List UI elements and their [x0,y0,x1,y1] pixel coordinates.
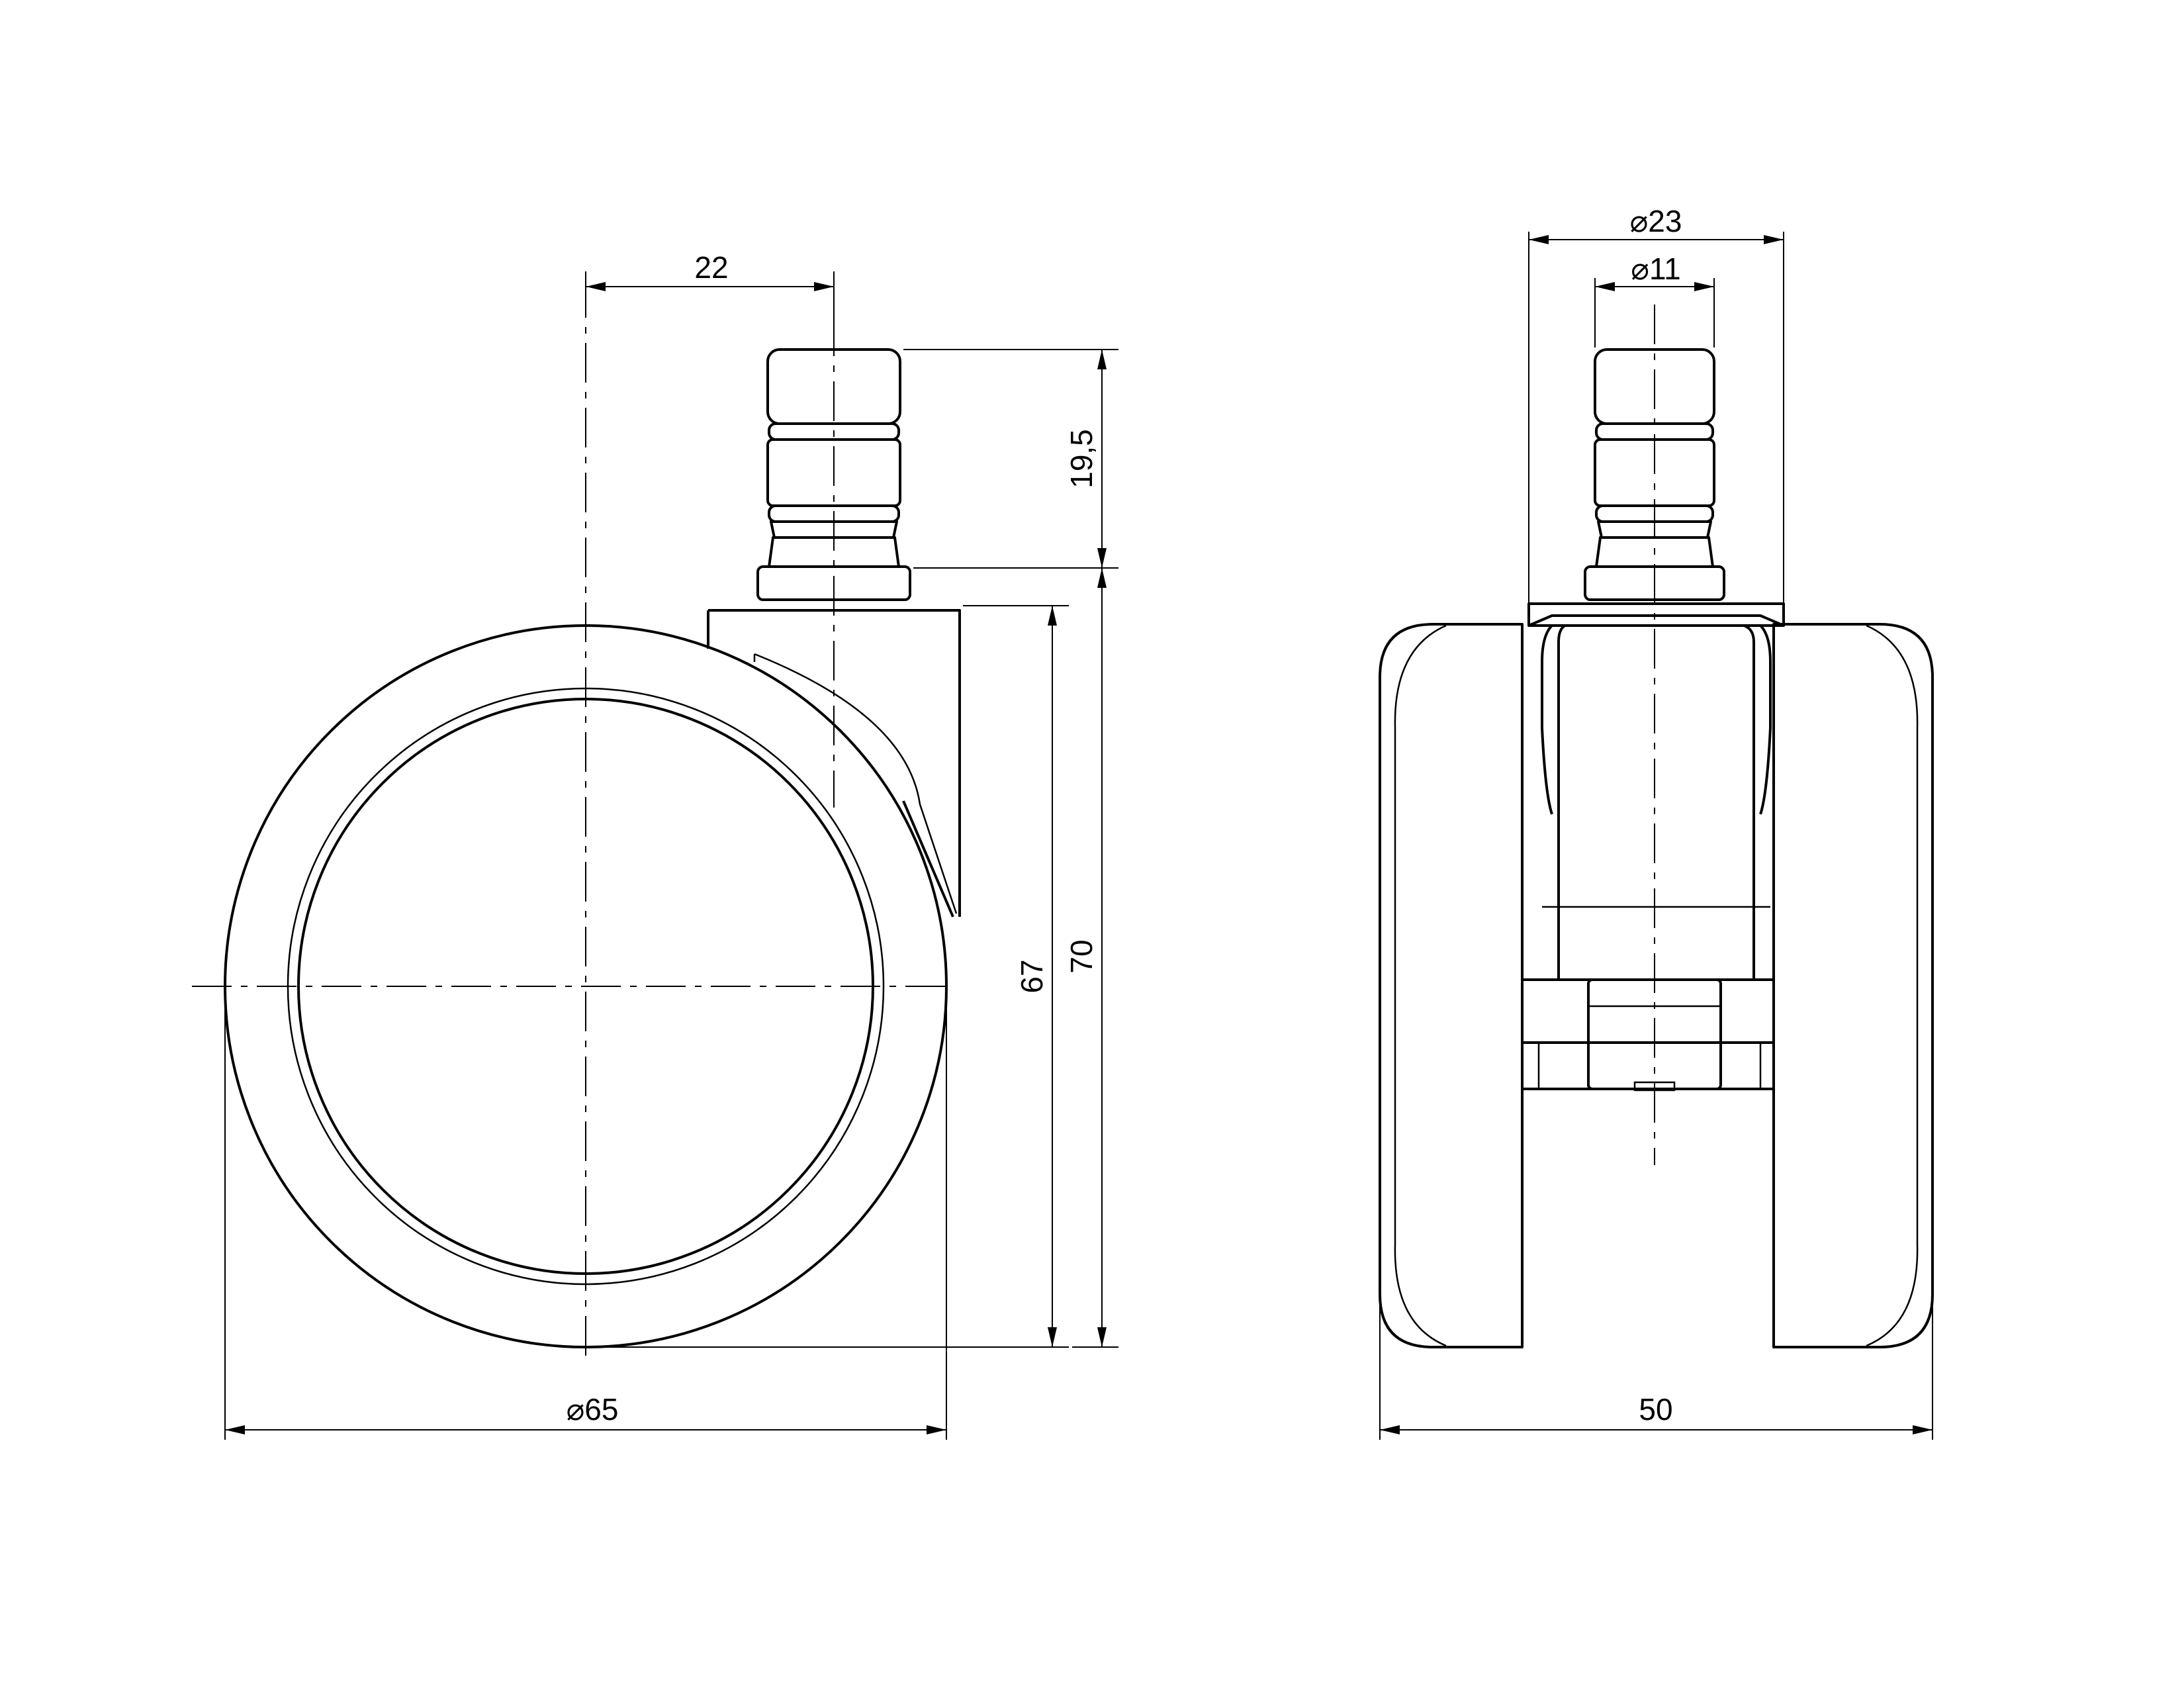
side-centerlines [192,278,953,1364]
dim-65-value: 65 [584,1392,618,1427]
front-wheel-right [1772,623,1934,1348]
front-view: ⌀23 ⌀11 50 [1379,204,1934,1440]
dim-70-label: 70 [1064,939,1099,973]
dim-19-5: 19,5 [903,349,1118,569]
front-axle [1522,978,1774,1092]
dim-22-label: 22 [694,250,728,285]
dim-65: ⌀65 [224,986,947,1440]
dim-23: ⌀23 [1528,204,1784,606]
diameter-symbol: ⌀ [1631,252,1649,286]
front-wheel-left [1379,623,1524,1348]
dim-50: 50 [1379,1294,1933,1440]
front-housing [1522,602,1785,981]
dim-23-label: ⌀23 [1630,204,1682,238]
dim-23-value: 23 [1648,204,1682,238]
dim-19-5-label: 19,5 [1064,429,1099,489]
dim-67-label: 67 [1015,959,1049,993]
diameter-symbol: ⌀ [567,1392,585,1427]
dim-67: 67 [586,605,1069,1348]
diameter-symbol: ⌀ [1630,204,1649,238]
dim-65-label: ⌀65 [567,1392,619,1427]
dim-22: 22 [585,250,835,348]
side-view: 22 19,5 67 70 [192,250,1118,1440]
dim-11-label: ⌀11 [1631,252,1680,286]
dim-11: ⌀11 [1594,252,1715,348]
dim-11-value: 11 [1649,252,1681,286]
dim-50-label: 50 [1639,1392,1672,1427]
dim-70: 70 [1064,568,1118,1348]
side-fork [707,609,961,917]
